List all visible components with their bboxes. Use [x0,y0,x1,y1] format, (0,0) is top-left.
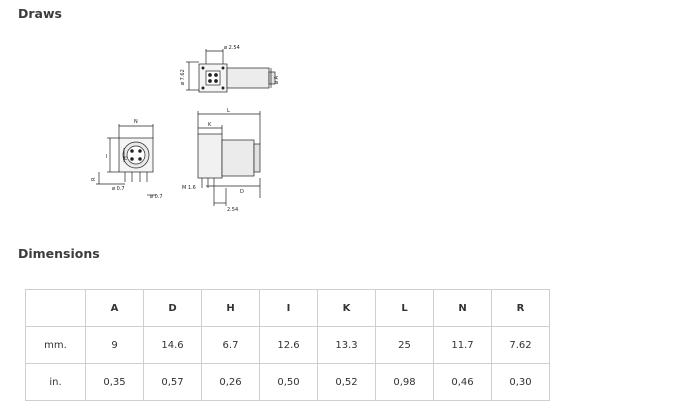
cell-in-i: 0,50 [259,363,318,401]
dim-label-h: H [123,156,129,160]
dim-label-phi07-b: ø 0.7 [150,194,163,200]
cell-mm-h: 6.7 [201,326,260,364]
dim-label-k: K [208,122,212,128]
cell-mm-k: 13.3 [317,326,376,364]
cell-mm-n: 11.7 [433,326,492,364]
header-cell-l: L [375,289,434,327]
header-cell-i: I [259,289,318,327]
cell-in-a: 0,35 [85,363,144,401]
dim-label-2.54-bottom: 2.54 [227,207,238,213]
cell-in-k: 0,52 [317,363,376,401]
row-label-in: in. [25,363,86,401]
technical-drawing: ø 2.54 ø 7.62 ø A N I H R ø 0.7 ø 0.7 [91,45,280,213]
front-view [96,124,156,196]
dim-label-i: I [106,154,107,160]
table-row-in: in. 0,35 0,57 0,26 0,50 0,52 0,98 0,46 0… [25,363,550,401]
dim-label-r: R [91,177,97,181]
dim-label-phi-a: ø A [274,75,280,84]
cell-in-d: 0,57 [143,363,202,401]
side-view [197,111,261,206]
dimensions-table: A D H I K L N R mm. 9 14.6 6.7 12.6 13.3… [25,289,550,401]
header-cell-blank [25,289,86,327]
dim-label-2.54-top: ø 2.54 [224,45,240,51]
dim-label-d: D [240,189,244,195]
cell-mm-l: 25 [375,326,434,364]
cell-in-n: 0,46 [433,363,492,401]
header-cell-a: A [85,289,144,327]
table-row-mm: mm. 9 14.6 6.7 12.6 13.3 25 11.7 7.62 [25,326,550,364]
dim-label-phi07-a: ø 0.7 [112,186,125,192]
cell-mm-a: 9 [85,326,144,364]
table-header-row: A D H I K L N R [25,289,550,327]
cell-in-h: 0,26 [201,363,260,401]
draws-heading: Draws [18,6,62,21]
dim-label-n: N [134,119,138,125]
cell-in-l: 0,98 [375,363,434,401]
cell-mm-d: 14.6 [143,326,202,364]
header-cell-r: R [491,289,550,327]
header-cell-d: D [143,289,202,327]
dim-label-7.62: ø 7.62 [180,69,186,85]
top-view [186,49,276,93]
cell-mm-r: 7.62 [491,326,550,364]
header-cell-k: K [317,289,376,327]
cell-in-r: 0,30 [491,363,550,401]
header-cell-n: N [433,289,492,327]
dim-label-m16: M 1.6 [182,185,196,191]
row-label-mm: mm. [25,326,86,364]
header-cell-h: H [201,289,260,327]
cell-mm-i: 12.6 [259,326,318,364]
dim-label-l: L [227,108,230,114]
dimensions-heading: Dimensions [18,246,100,261]
